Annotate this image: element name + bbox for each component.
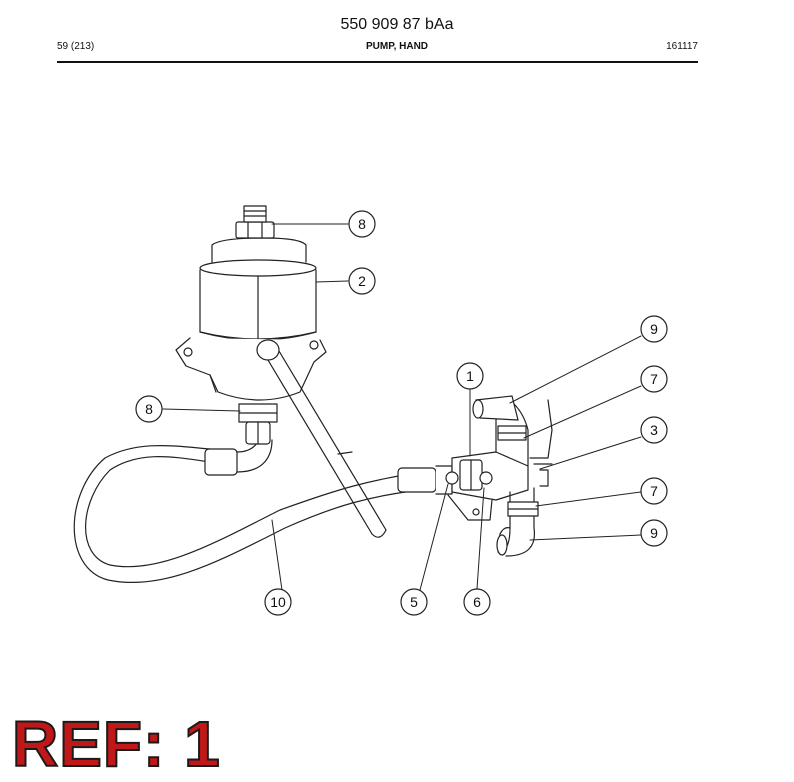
pump-handle-drawing (256, 339, 387, 538)
valve-assembly-drawing (445, 395, 553, 557)
callout-number: 9 (650, 525, 658, 541)
callout-number: 6 (473, 594, 481, 610)
callout-circle (640, 365, 668, 393)
callout-number: 7 (650, 483, 658, 499)
document-number: 550 909 87 bAa (340, 16, 454, 33)
leader-lines (162, 223, 642, 591)
hose-drawing (73, 424, 453, 584)
callout-circle (348, 267, 376, 295)
callout-circle (456, 362, 484, 390)
pump-body-drawing (175, 205, 327, 401)
callout-circle (640, 315, 668, 343)
ref-label: REF: 1 (11, 708, 221, 780)
callout-circle (463, 588, 491, 616)
callout-number: 9 (650, 321, 658, 337)
callout-circle (348, 210, 376, 238)
callout-number: 8 (145, 401, 153, 417)
date-code: 161117 (666, 41, 698, 52)
callout-circle (640, 477, 668, 505)
callout-circle (640, 416, 668, 444)
section-title: PUMP, HAND (365, 41, 429, 52)
header-rule (57, 61, 698, 63)
callout-number: 8 (358, 216, 366, 232)
callout-number: 2 (358, 273, 366, 289)
callout-number: 7 (650, 371, 658, 387)
callout-circle (400, 588, 428, 616)
callout-circles (135, 210, 668, 616)
callout-number: 5 (410, 594, 418, 610)
callout-circle (135, 395, 163, 423)
callout-number: 10 (270, 594, 286, 610)
callout-number: 3 (650, 422, 658, 438)
callout-circle (264, 588, 292, 616)
page-number: 59 (213) (57, 41, 95, 52)
callout-number: 1 (466, 368, 474, 384)
lower-fitting-drawing (238, 403, 278, 445)
callout-circle (640, 519, 668, 547)
